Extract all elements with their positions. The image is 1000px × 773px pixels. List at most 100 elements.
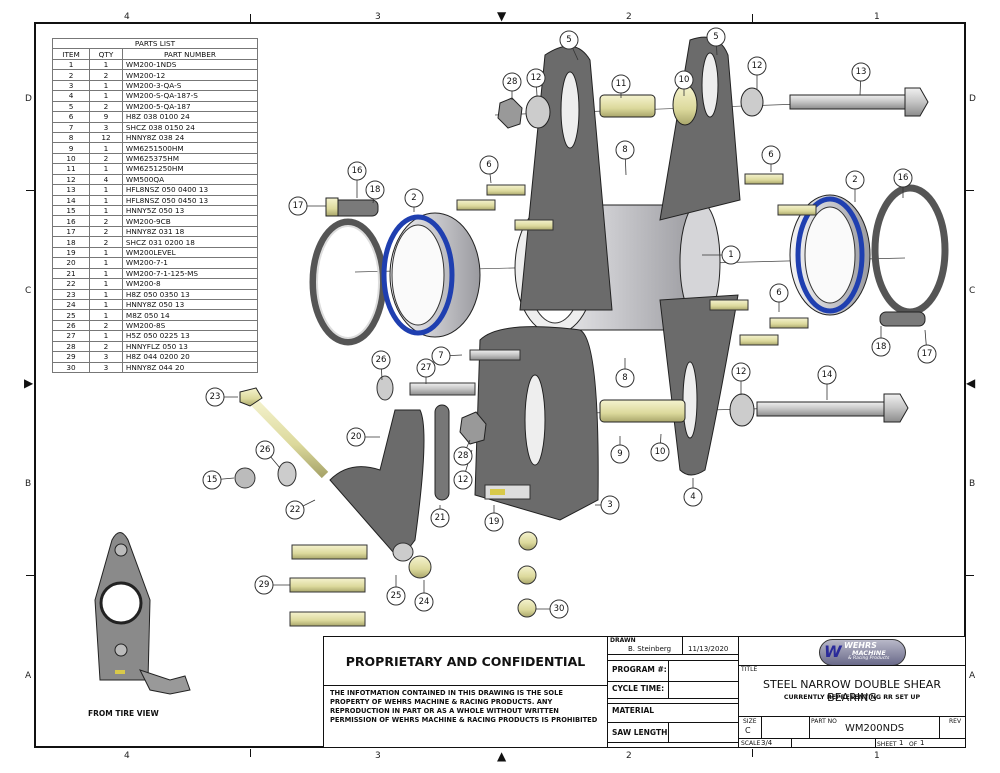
- qty-cell: 2: [89, 215, 123, 227]
- divider: [739, 716, 965, 717]
- proprietary-heading-cell: PROPRIETARY AND CONFIDENTIAL: [323, 636, 608, 686]
- balloon-circle: [347, 161, 367, 181]
- balloon-number: 28: [458, 451, 469, 461]
- balloon-circle: [559, 30, 579, 50]
- balloon-circle: [600, 495, 620, 515]
- balloon-circle: [416, 358, 436, 378]
- item-balloon: 6: [761, 145, 781, 172]
- balloon-number: 2: [852, 175, 857, 185]
- proprietary-notice: THE INFOTMATION CONTAINED IN THIS DRAWIN…: [330, 689, 598, 724]
- part-number-cell: WM200-7-1: [121, 257, 259, 269]
- qty-cell: 1: [89, 194, 123, 207]
- balloon-circle: [479, 155, 499, 175]
- item-cell: 16: [51, 215, 91, 227]
- zone-divider: [250, 749, 251, 757]
- balloon-circle: [371, 350, 391, 370]
- balloon-number: 24: [419, 597, 430, 607]
- part-number-cell: H5Z 050 0225 13: [121, 330, 259, 342]
- item-cell: 24: [51, 298, 91, 311]
- item-balloon: 12: [747, 56, 767, 90]
- balloon-circle: [484, 512, 504, 532]
- item-cell: 8: [51, 131, 91, 144]
- balloon-circle: [683, 487, 703, 507]
- plate-slot: [524, 374, 546, 466]
- balloon-number: 18: [876, 342, 887, 352]
- qty-cell: 4: [89, 173, 123, 186]
- parts-list-title: PARTS LIST: [52, 37, 258, 50]
- zone-row-c-right: C: [969, 286, 976, 296]
- part-number-cell: H8Z 050 0350 13: [121, 288, 259, 300]
- item-cell: 18: [51, 236, 91, 248]
- company-logo: W WEHRS MACHINE & Racing Products: [819, 639, 906, 666]
- item-balloon: 14: [817, 365, 837, 400]
- qty-cell: 1: [89, 298, 123, 311]
- balloon-circle: [386, 586, 406, 606]
- divider: [668, 660, 669, 681]
- plate-slot: [682, 361, 698, 439]
- qty-cell: 1: [89, 58, 123, 71]
- zone-divider: [752, 749, 753, 757]
- item-balloon: 26: [255, 440, 281, 469]
- spacer-10-upper: [672, 84, 698, 126]
- level-19: [484, 484, 531, 500]
- balloon-number: 29: [259, 580, 270, 590]
- center-mark-right-icon: ◀: [966, 376, 976, 390]
- balloon-circle: [871, 337, 891, 357]
- balloon-number: 8: [622, 145, 627, 155]
- zone-row-d-left: D: [25, 94, 32, 104]
- part-number-cell: HFL8NSZ 050 0400 13: [121, 184, 259, 196]
- divider: [668, 681, 669, 698]
- upright-plate-right: [659, 36, 741, 221]
- balloon-number: 15: [207, 475, 218, 485]
- zone-divider: [26, 575, 34, 576]
- qty-cell: 1: [89, 204, 123, 217]
- item-balloon: 10: [674, 70, 694, 96]
- qty-cell: 1: [89, 90, 123, 102]
- item-balloon: 13: [851, 62, 871, 96]
- item-balloon: 24: [414, 580, 434, 612]
- item-balloon: 1: [702, 245, 741, 265]
- divider: [939, 716, 940, 738]
- balloon-circle: [453, 446, 473, 466]
- item-balloon: 7: [431, 346, 463, 366]
- spacer-9: [599, 399, 686, 423]
- balloon-number: 20: [351, 432, 362, 442]
- qty-cell: 2: [89, 152, 123, 165]
- part-number-cell: WM200-8S: [121, 319, 259, 332]
- item-cell: 5: [51, 100, 91, 113]
- flange-nut-28: [497, 97, 523, 129]
- zone-col-2-bottom: 2: [626, 751, 632, 761]
- washer-12: [525, 95, 551, 129]
- part-number-cell: WM200-7-1-125-MS: [121, 267, 259, 280]
- balloon-number: 12: [458, 475, 469, 485]
- balloon-circle: [817, 365, 837, 385]
- program-label: PROGRAM #:: [612, 665, 667, 674]
- title-block-main: W WEHRS MACHINE & Racing Products TITLE …: [738, 636, 966, 748]
- balloon-number: 12: [736, 367, 747, 377]
- balloon-circle: [851, 62, 871, 82]
- divider: [875, 738, 876, 748]
- item-cell: 23: [51, 288, 91, 300]
- item-balloon: 28: [502, 72, 522, 100]
- item-cell: 22: [51, 278, 91, 290]
- qty-cell: 1: [89, 267, 123, 280]
- item-cell: 15: [51, 204, 91, 217]
- balloon-circle: [205, 387, 225, 407]
- of-label: OF: [909, 741, 918, 748]
- center-mark-top-icon: ▼: [497, 9, 507, 23]
- scale-value: 3/4: [761, 739, 773, 747]
- item-cell: 9: [51, 142, 91, 154]
- balloon-number: 14: [822, 370, 833, 380]
- tire-side-view: [94, 532, 191, 695]
- balloon-circle: [288, 196, 308, 216]
- item-cell: 2: [51, 69, 91, 81]
- item-balloon: 17: [288, 196, 326, 216]
- divider: [608, 722, 738, 723]
